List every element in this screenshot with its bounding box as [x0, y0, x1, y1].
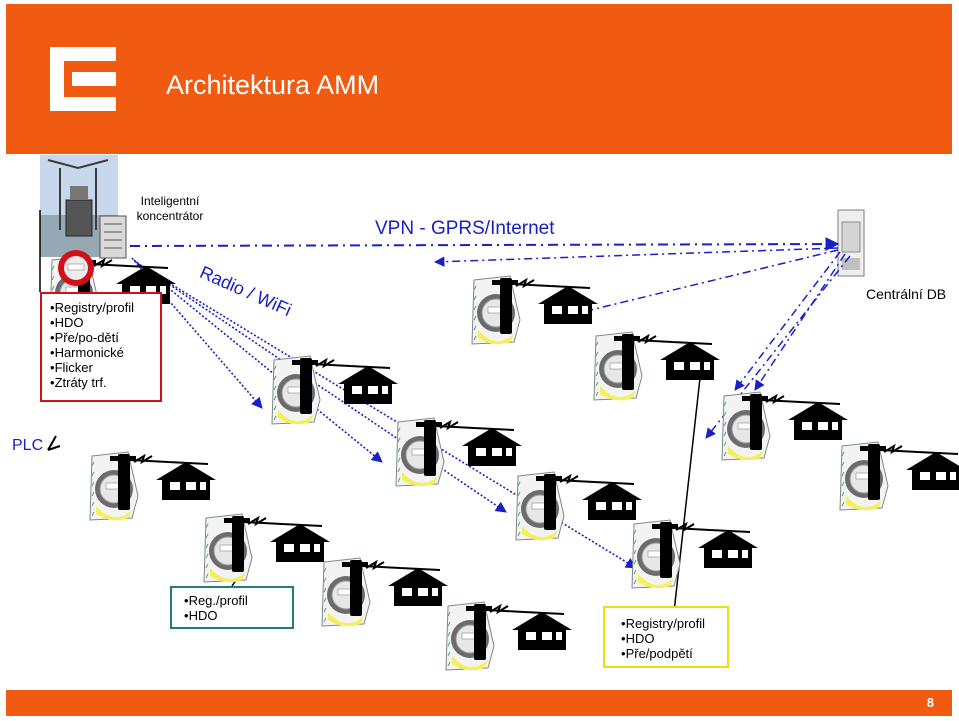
central-db-label: Centrální DB [866, 286, 947, 302]
cez-logo [50, 47, 116, 111]
page-number: 8 [926, 695, 934, 710]
list-item: HDO [621, 631, 727, 646]
meter-unit-6 [840, 442, 959, 510]
meter-unit-12 [632, 520, 758, 588]
page-title: Architektura AMM [166, 70, 380, 100]
list-item: Harmonické [50, 345, 160, 360]
concentrator-label: Inteligentní koncentrátor [136, 194, 204, 223]
title-banner: Architektura AMM [6, 4, 952, 154]
meter-unit-3 [472, 276, 598, 344]
meter-unit-8 [396, 418, 522, 486]
meter-unit-13 [446, 602, 572, 670]
meter-unit-10 [516, 472, 642, 540]
list-item: Registry/profil [50, 300, 160, 315]
meter-unit-9 [204, 514, 330, 582]
list-item: Flicker [50, 360, 160, 375]
concentrator-meter [58, 250, 94, 286]
meter-unit-5 [722, 392, 848, 460]
list-item: Registry/profil [621, 616, 727, 631]
vpn-label: VPN - GPRS/Internet [375, 218, 555, 239]
list-item: Pře/podpětí [621, 646, 727, 661]
radio-meter-features-box: Reg./profil HDO [170, 586, 294, 629]
concentrator-features-box: Registry/profil HDO Pře/po-dětí Harmonic… [40, 292, 162, 402]
meter-unit-2 [272, 356, 398, 424]
list-item: Ztráty trf. [50, 375, 160, 390]
central-db-server-image [837, 209, 865, 277]
list-item: Reg./profil [184, 593, 292, 608]
vpn-link-line [129, 237, 840, 252]
gprs-meter-features-box: Registry/profil HDO Pře/podpětí [603, 606, 729, 668]
transformer-station-image [40, 155, 127, 259]
list-item: Pře/po-dětí [50, 330, 160, 345]
meter-unit-11 [322, 558, 448, 626]
list-item: HDO [184, 608, 292, 623]
meter-unit-7 [90, 452, 216, 520]
footer-bar: 8 [6, 690, 952, 716]
meter-unit-4 [594, 332, 720, 400]
list-item: HDO [50, 315, 160, 330]
plc-label: PLC [12, 437, 44, 454]
